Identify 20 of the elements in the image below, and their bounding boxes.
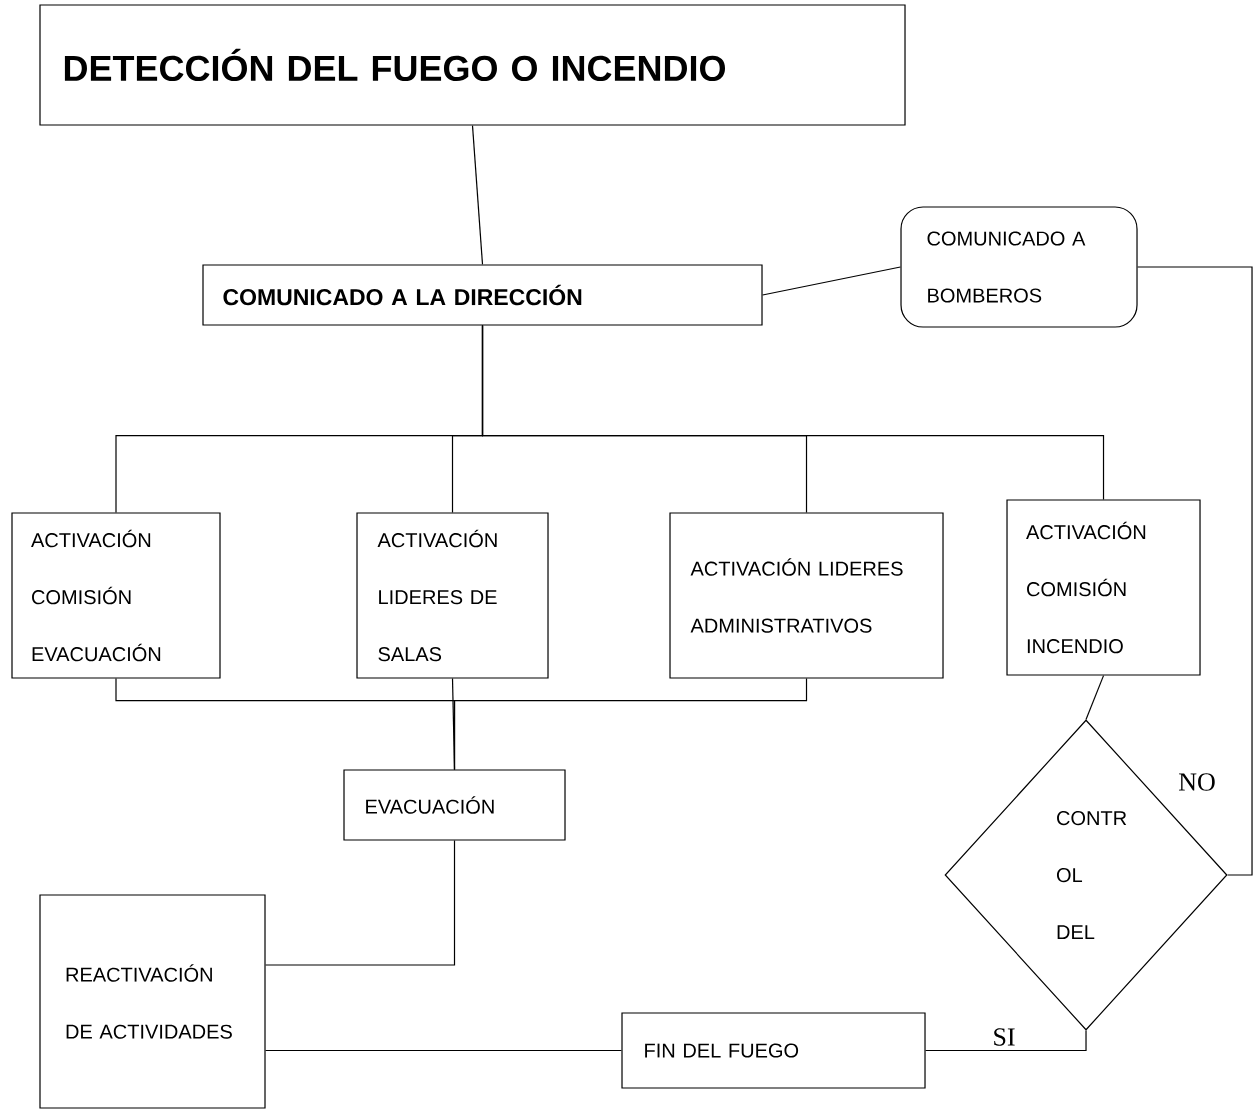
connector-line — [1137, 266, 1253, 876]
process-box: FIN DEL FUEGO — [621, 1012, 926, 1089]
connector-line — [762, 266, 901, 296]
process-box: ACTIVACIÓN LIDERES ADMINISTRATIVOS — [669, 512, 944, 679]
rounded-box: COMUNICADO A BOMBEROS — [900, 206, 1138, 328]
process-box: COMUNICADO A LA DIRECCIÓN — [202, 264, 763, 326]
process-box: EVACUACIÓN — [343, 769, 566, 841]
connector-line — [481, 325, 1105, 500]
connector-line — [265, 840, 456, 966]
process-box: ACTIVACIÓN LIDERES DE SALAS — [356, 512, 549, 679]
process-box: ACTIVACIÓN COMISIÓN INCENDIO — [1006, 499, 1201, 676]
process-box: REACTIVACIÓN DE ACTIVIDADES — [39, 894, 266, 1109]
process-box: ACTIVACIÓN COMISIÓN EVACUACIÓN — [11, 512, 221, 679]
process-box: DETECCIÓN DEL FUEGO O INCENDIO — [39, 4, 906, 126]
connector-line — [1085, 675, 1105, 720]
connector-line — [925, 1030, 1087, 1052]
connector-line — [265, 1049, 622, 1052]
connector-line — [471, 125, 484, 265]
edge-label: NO — [1176, 771, 1218, 793]
connector-line — [453, 678, 808, 770]
